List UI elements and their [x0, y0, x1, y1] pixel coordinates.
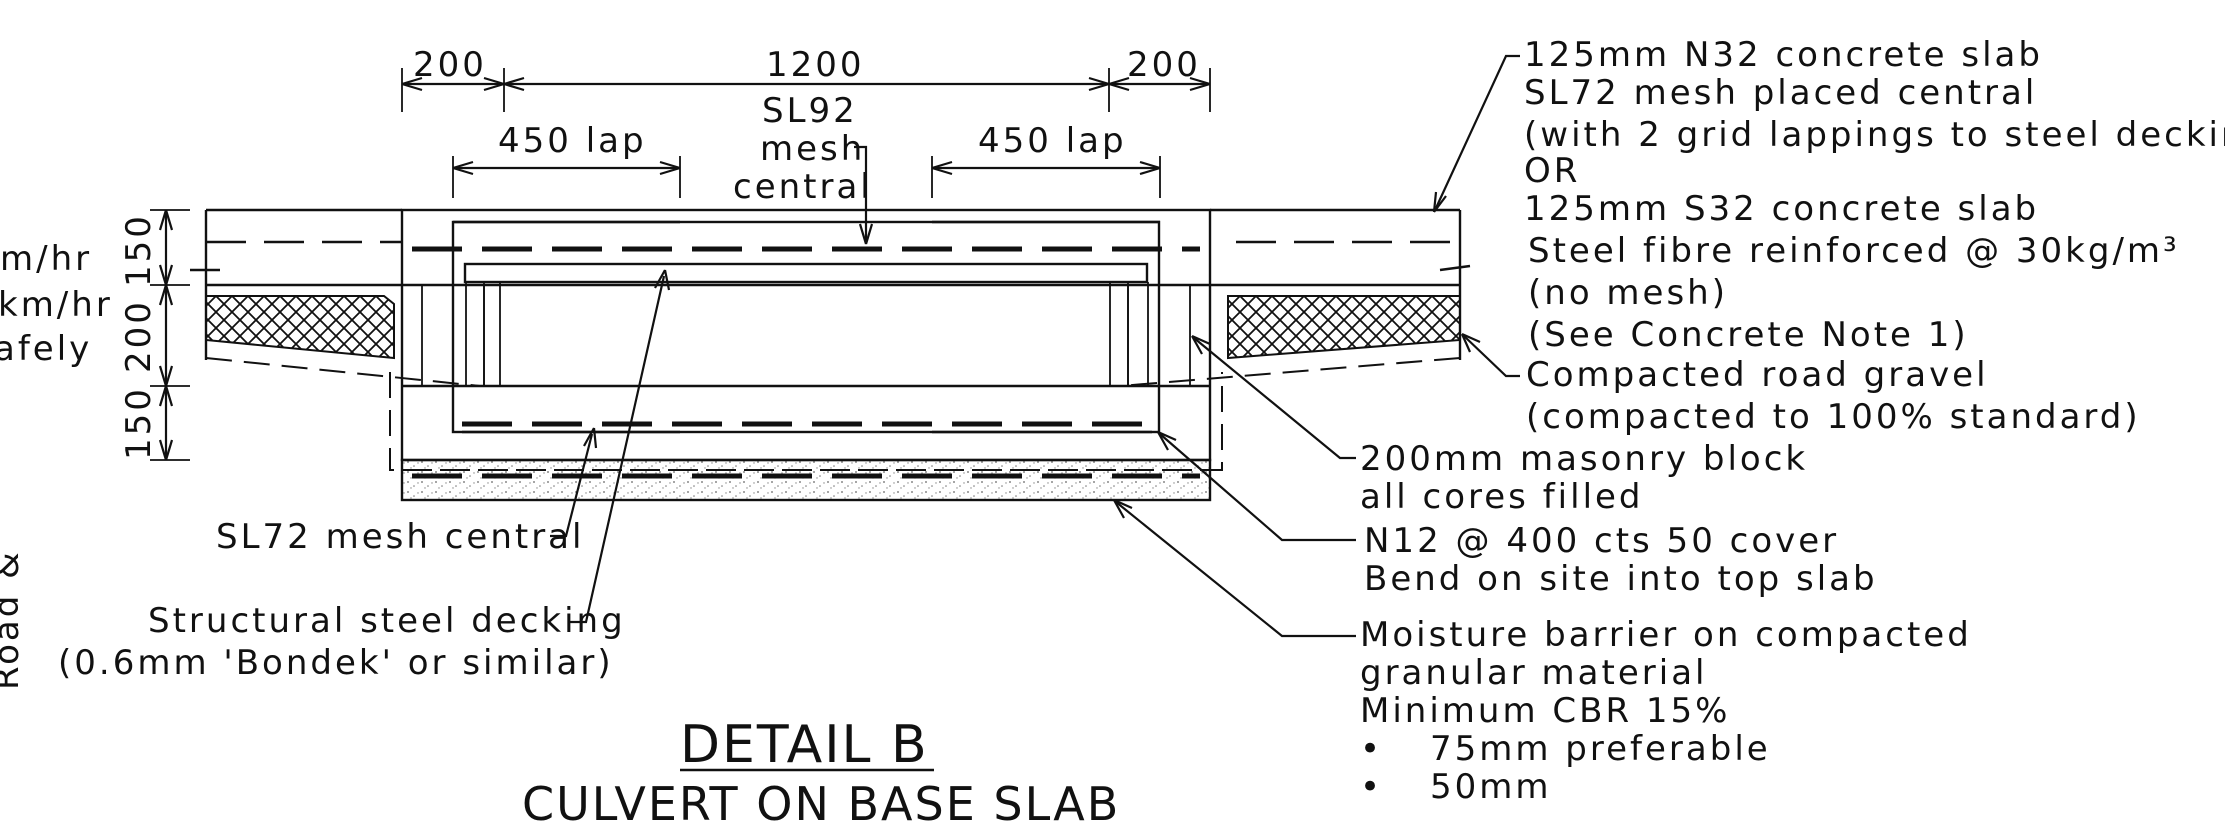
gravel-text-2: (compacted to 100% standard) [1526, 397, 2141, 437]
label-gravel: Compacted road gravel (compacted to 100%… [1460, 332, 2141, 437]
masonry-text-1: 200mm masonry block [1360, 439, 1808, 479]
gravel-text-1: Compacted road gravel [1526, 355, 1989, 395]
lap-dimensions: 450 lap 450 lap [452, 121, 1161, 198]
slab-note-8: (See Concrete Note 1) [1528, 315, 1969, 355]
title-block: DETAIL B CULVERT ON BASE SLAB [522, 715, 1120, 831]
page-subtitle: CULVERT ON BASE SLAB [522, 777, 1120, 831]
label-n12: N12 @ 400 cts 50 cover Bend on site into… [1157, 430, 1878, 599]
label-masonry: 200mm masonry block all cores filled [1191, 334, 1808, 517]
dim-lap-left: 450 lap [498, 121, 647, 161]
dim-side-150-bottom: 150 [119, 386, 159, 460]
sl72-bottom-text: SL72 mesh central [216, 517, 584, 557]
label-slab-notes: 125mm N32 concrete slab SL72 mesh placed… [1432, 35, 2225, 355]
sl92-line2: mesh [760, 129, 865, 169]
decking-text-1: Structural steel decking [148, 601, 626, 641]
moisture-text-3: Minimum CBR 15% [1360, 691, 1730, 731]
dim-top-right: 200 [1127, 45, 1201, 85]
moisture-text-1: Moisture barrier on compacted [1360, 615, 1972, 655]
side-dimensions: 150 200 150 [119, 209, 190, 461]
road-slab-left [190, 208, 481, 387]
dim-top-middle: 1200 [766, 45, 865, 85]
slab-note-1: 125mm N32 concrete slab [1524, 35, 2043, 75]
label-steel-decking: Structural steel decking (0.6mm 'Bondek'… [58, 269, 671, 683]
road-slab-right [1119, 208, 1471, 387]
page-title: DETAIL B [680, 715, 929, 775]
left-cropped-vertical: Road & [0, 549, 27, 690]
slab-note-6: Steel fibre reinforced @ 30kg/m³ [1528, 231, 2180, 271]
slab-note-2: SL72 mesh placed central [1524, 73, 2037, 113]
left-cropped-line3: afely [0, 329, 92, 369]
bullet-1: • [1360, 729, 1383, 769]
culvert-body [389, 208, 1223, 502]
masonry-text-2: all cores filled [1360, 477, 1644, 517]
slab-note-3: (with 2 grid lappings to steel decking) [1524, 115, 2225, 155]
dim-lap-right: 450 lap [978, 121, 1127, 161]
label-moisture: Moisture barrier on compacted granular m… [1113, 498, 1972, 807]
sl92-line3: central [733, 167, 873, 207]
n12-text-2: Bend on site into top slab [1364, 559, 1878, 599]
dim-top-left: 200 [413, 45, 487, 85]
moisture-text-4: 75mm preferable [1430, 729, 1771, 769]
left-cropped-line1: m/hr [0, 239, 92, 279]
n12-text-1: N12 @ 400 cts 50 cover [1364, 521, 1839, 561]
bullet-2: • [1360, 767, 1383, 807]
slab-note-5: 125mm S32 concrete slab [1524, 189, 2039, 229]
left-cropped-line2: km/hr [0, 285, 113, 325]
top-dimensions: 200 1200 200 [401, 45, 1211, 112]
slab-note-7: (no mesh) [1528, 273, 1728, 313]
label-sl72-bottom: SL72 mesh central [216, 427, 598, 557]
moisture-text-2: granular material [1360, 653, 1707, 693]
dim-side-150-top: 150 [119, 213, 159, 287]
decking-text-2: (0.6mm 'Bondek' or similar) [58, 643, 614, 683]
moisture-text-5: 50mm [1430, 767, 1552, 807]
dim-side-200: 200 [119, 299, 159, 373]
sl92-line1: SL92 [762, 91, 858, 131]
slab-note-4: OR [1524, 151, 1580, 191]
left-cropped-text: m/hr km/hr afely Road & [0, 239, 113, 690]
